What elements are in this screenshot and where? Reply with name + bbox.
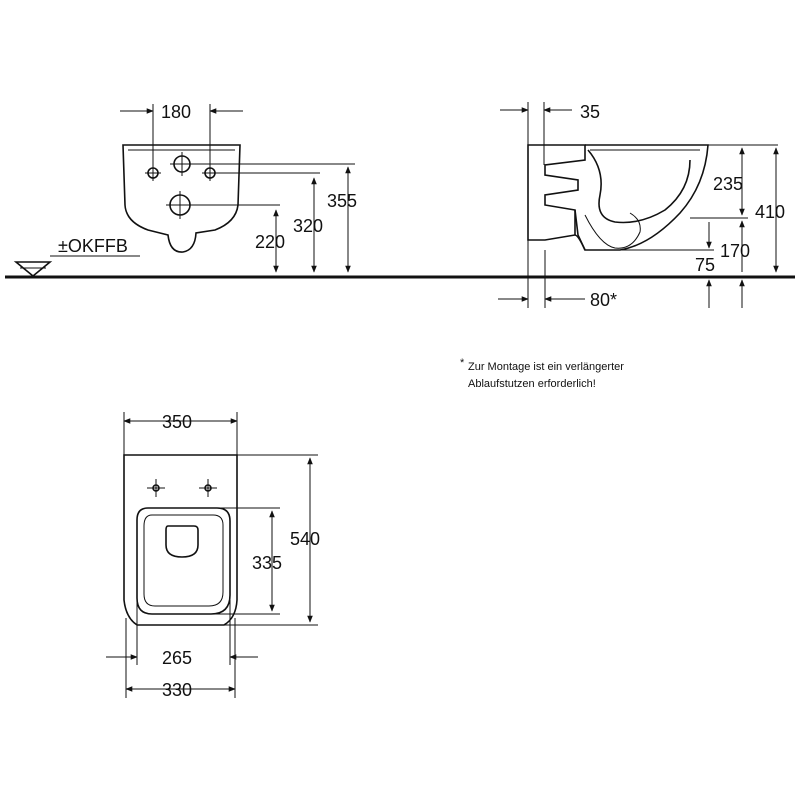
dim-335: 335 <box>252 553 282 573</box>
floor-reference-symbol <box>13 261 53 278</box>
dim-540: 540 <box>290 529 320 549</box>
note-line-1: Zur Montage ist ein verlängerter <box>468 361 624 373</box>
top-view: 350 540 335 265 330 <box>106 412 320 700</box>
dim-265: 265 <box>162 648 192 668</box>
dim-350: 350 <box>162 412 192 432</box>
floor-reference-label: ±OKFFB <box>58 236 128 256</box>
dim-220: 220 <box>255 232 285 252</box>
top-bowl-opening <box>136 507 231 615</box>
front-body-outline <box>122 144 241 253</box>
top-fixing-hole-left <box>147 479 165 497</box>
dim-355: 355 <box>327 191 357 211</box>
note-asterisk: * <box>460 357 465 369</box>
dim-235: 235 <box>713 174 743 194</box>
note-line-2: Ablaufstutzen erforderlich! <box>468 378 596 390</box>
side-view: 35 235 410 170 75 80* <box>498 102 785 310</box>
dim-180: 180 <box>161 102 191 122</box>
top-fixing-hole-right <box>199 479 217 497</box>
top-body-outline <box>123 454 238 626</box>
dim-75: 75 <box>695 255 715 275</box>
side-mount-block <box>527 144 586 241</box>
side-outlet-pipe <box>574 209 586 251</box>
dim-170: 170 <box>720 241 750 261</box>
dim-330: 330 <box>162 680 192 700</box>
dim-80: 80* <box>590 290 617 310</box>
dim-320: 320 <box>293 216 323 236</box>
installation-note: * Zur Montage ist ein verlängerter Ablau… <box>460 357 624 390</box>
top-drain-opening <box>165 525 199 558</box>
side-trap-curve <box>587 149 691 224</box>
dim-35: 35 <box>580 102 600 122</box>
front-view: 180 220 320 355 ±OKFFB <box>13 102 357 278</box>
dim-410: 410 <box>755 202 785 222</box>
